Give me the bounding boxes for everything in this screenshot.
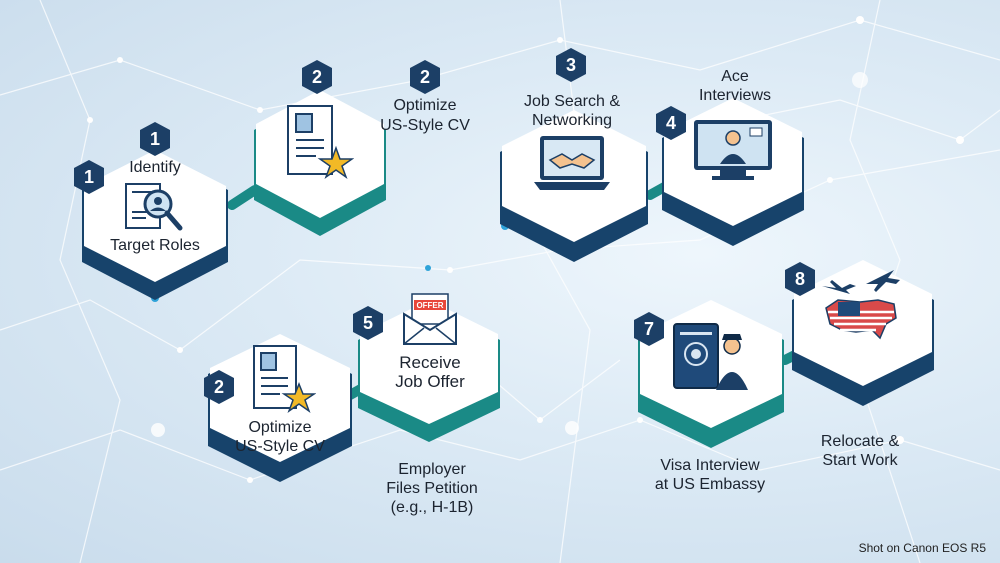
step-cv-bottom-title-line1: Optimize (248, 419, 312, 436)
us-map-planes-icon (816, 264, 906, 349)
step-identify-title-line1: Identify (129, 159, 181, 176)
offer-envelope-icon: OFFER (402, 292, 458, 351)
laptop-handshake-icon (532, 134, 612, 199)
step-2-badge-top: 2 (302, 60, 332, 94)
step-5-badge: 5 (353, 306, 383, 340)
cv-star-icon-top (286, 104, 355, 185)
step-8-badge: 8 (785, 262, 815, 296)
step-offer-title-line2: Job Offer (395, 372, 465, 391)
step-4-badge: 4 (656, 106, 686, 140)
step-7-badge: 7 (634, 312, 664, 346)
step-cv-top-title-line1: Optimize (393, 97, 457, 114)
passport-officer-icon (672, 320, 752, 397)
step-1-badge-secondary: 1 (140, 122, 170, 156)
step-identify-title-line2: Target Roles (110, 237, 200, 254)
step-cv-top-title-line2: US-Style CV (380, 117, 470, 134)
cv-star-icon-bottom (252, 344, 317, 419)
employer-petition-line1: Employer (398, 461, 466, 478)
step-offer-title-line1: Receive (399, 353, 461, 372)
employer-petition-line2: Files Petition (386, 480, 478, 497)
step-visa-title-line1: Visa Interview (660, 457, 760, 474)
step-interview-title-line2: Interviews (698, 87, 772, 104)
offer-envelope-text: OFFER (416, 301, 443, 310)
step-job-search-title-line2: Networking (531, 112, 613, 129)
step-job-search-title-line1: Job Search & (523, 93, 621, 110)
video-interview-icon (690, 118, 776, 187)
step-visa-title-line2: at US Embassy (654, 476, 766, 493)
step-1-badge: 1 (74, 160, 104, 194)
step-offer-hexagon (356, 300, 502, 446)
resume-magnifier-icon (124, 182, 186, 239)
step-3-badge: 3 (556, 48, 586, 82)
employer-petition-line3: (e.g., H-1B) (390, 499, 474, 516)
step-relocate-title-line1: Relocate & (820, 433, 900, 450)
camera-credit: Shot on Canon EOS R5 (858, 541, 986, 555)
step-relocate-title-line2: Start Work (822, 452, 898, 469)
step-2-badge-bottom: 2 (204, 370, 234, 404)
step-cv-bottom-title-line2: US-Style CV (235, 438, 325, 455)
step-2-badge-label: 2 (410, 60, 440, 94)
step-interview-title-line1: Ace (721, 68, 749, 85)
